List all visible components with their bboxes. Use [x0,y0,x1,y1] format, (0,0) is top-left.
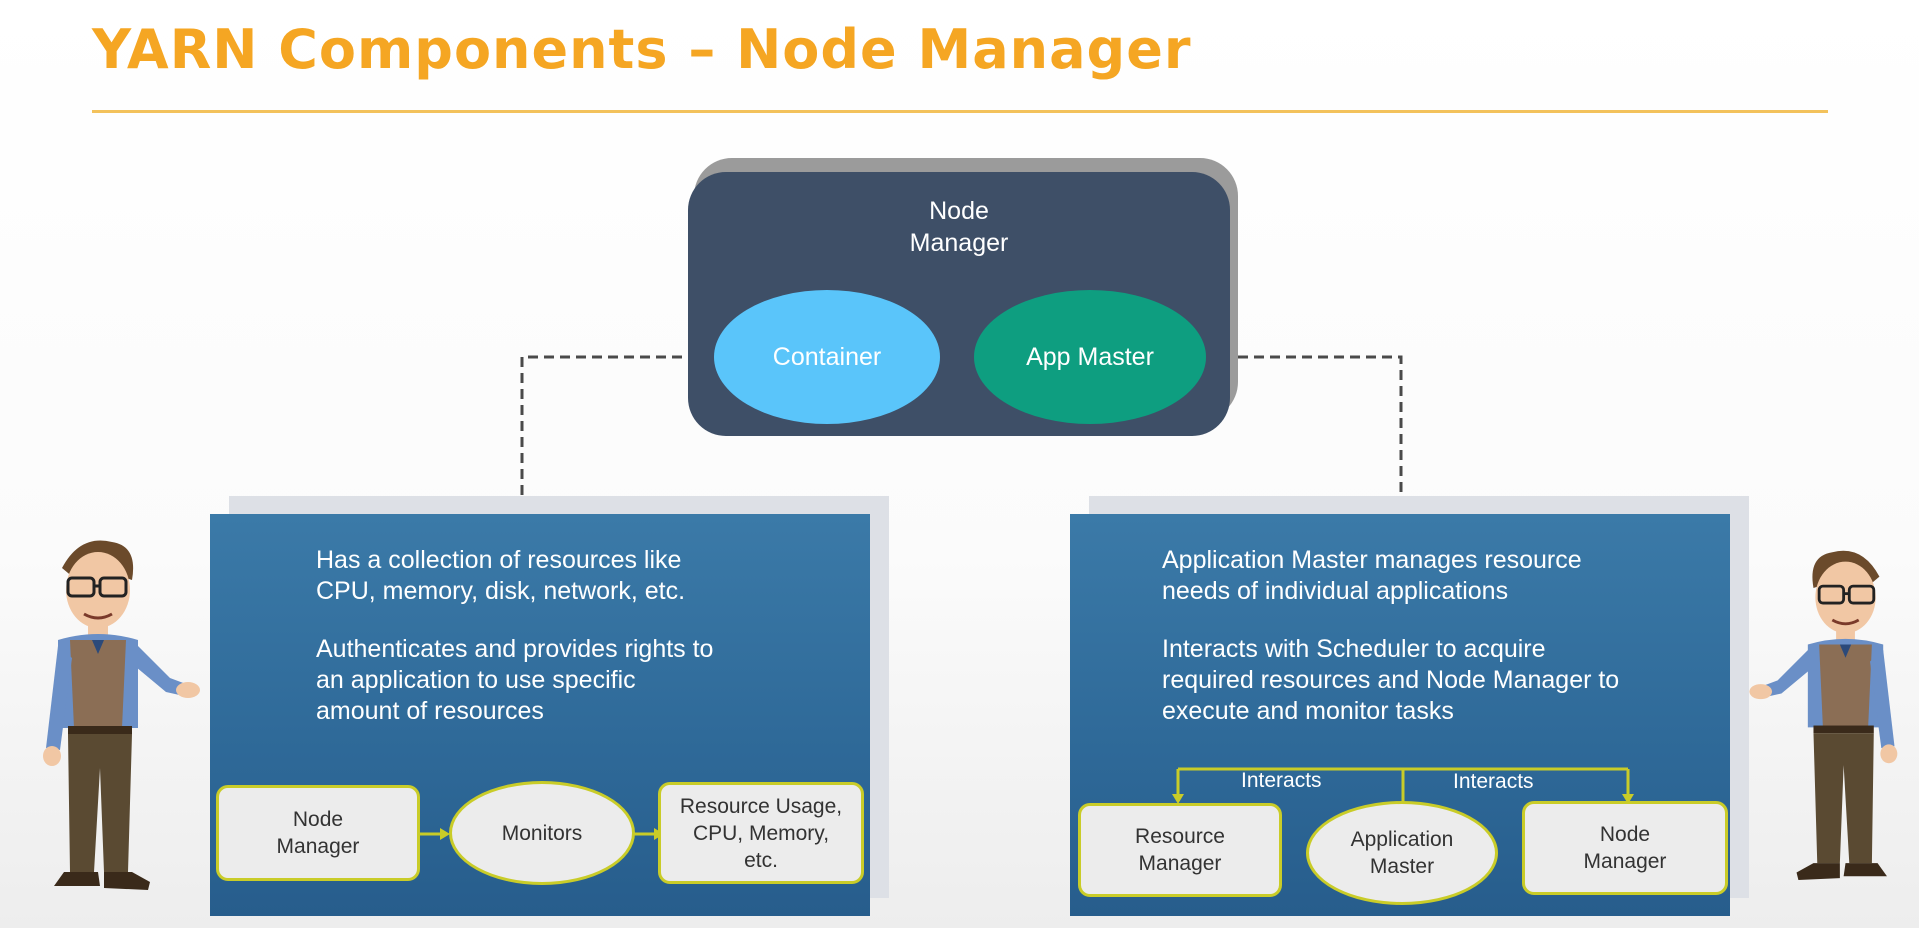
node-manager-title-line2: Manager [909,229,1009,257]
page-title: YARN Components – Node Manager [92,18,1192,81]
title-divider [92,110,1828,113]
right-flow-lines [1172,767,1634,804]
right-panel: Application Master manages resource need… [1070,514,1730,916]
right-panel-paragraph-2: Interacts with Scheduler to acquire requ… [1162,634,1619,727]
flow-resource-manager-box: Resource Manager [1078,803,1282,897]
flow-node-manager-right-line1: Node [1599,823,1651,846]
node-manager-title: Node Manager [688,195,1230,259]
flow-application-master-line1: Application [1350,828,1454,851]
left-panel-text-line: Authenticates and provides rights to [316,635,714,663]
flow-node-manager-right-line2: Manager [1583,850,1667,873]
flow-resource-manager-line1: Resource [1135,825,1225,848]
right-panel-text-line: required resources and Node Manager to [1162,666,1620,694]
flow-application-master-oval: Application Master [1306,801,1498,905]
left-panel-text-line: amount of resources [316,697,544,725]
right-panel-text-line: Application Master manages resource [1162,546,1582,574]
flow-node-manager-line2: Manager [276,835,360,858]
right-panel-text-line: Interacts with Scheduler to acquire [1162,635,1546,663]
flow-node-manager-box-right: Node Manager [1522,801,1728,895]
container-oval: Container [714,290,940,424]
flow-resource-usage-box: Resource Usage, CPU, Memory, etc. [658,782,864,884]
presenter-cartoon-right [1749,550,1898,881]
presenter-cartoon-left [43,540,200,890]
left-panel-text-line: Has a collection of resources like [316,546,682,574]
app-master-oval: App Master [974,290,1206,424]
flow-resource-line2: CPU, Memory, [692,821,830,845]
left-panel: Has a collection of resources like CPU, … [210,514,870,916]
connector-container-to-left-panel [520,355,714,508]
right-panel-text-line: execute and monitor tasks [1162,697,1454,725]
flow-node-manager-line1: Node [292,808,344,831]
right-panel-text-line: needs of individual applications [1162,577,1509,605]
left-panel-text-line: an application to use specific [316,666,636,694]
right-panel-paragraph-1: Application Master manages resource need… [1162,545,1582,607]
flow-resource-line3: etc. [744,848,778,872]
node-manager-title-line1: Node [929,197,989,225]
left-panel-paragraph-1: Has a collection of resources like CPU, … [316,545,685,607]
flow-application-master-line2: Master [1369,855,1435,878]
left-panel-text-line: CPU, memory, disk, network, etc. [316,577,686,605]
left-panel-paragraph-2: Authenticates and provides rights to an … [316,634,713,727]
flow-resource-manager-line2: Manager [1138,852,1222,875]
interacts-label-right: Interacts [1453,770,1534,793]
flow-resource-line1: Resource Usage, [679,794,843,818]
interacts-label-left: Interacts [1241,769,1322,792]
flow-node-manager-box: Node Manager [216,785,420,881]
flow-monitors-oval: Monitors [449,781,635,885]
